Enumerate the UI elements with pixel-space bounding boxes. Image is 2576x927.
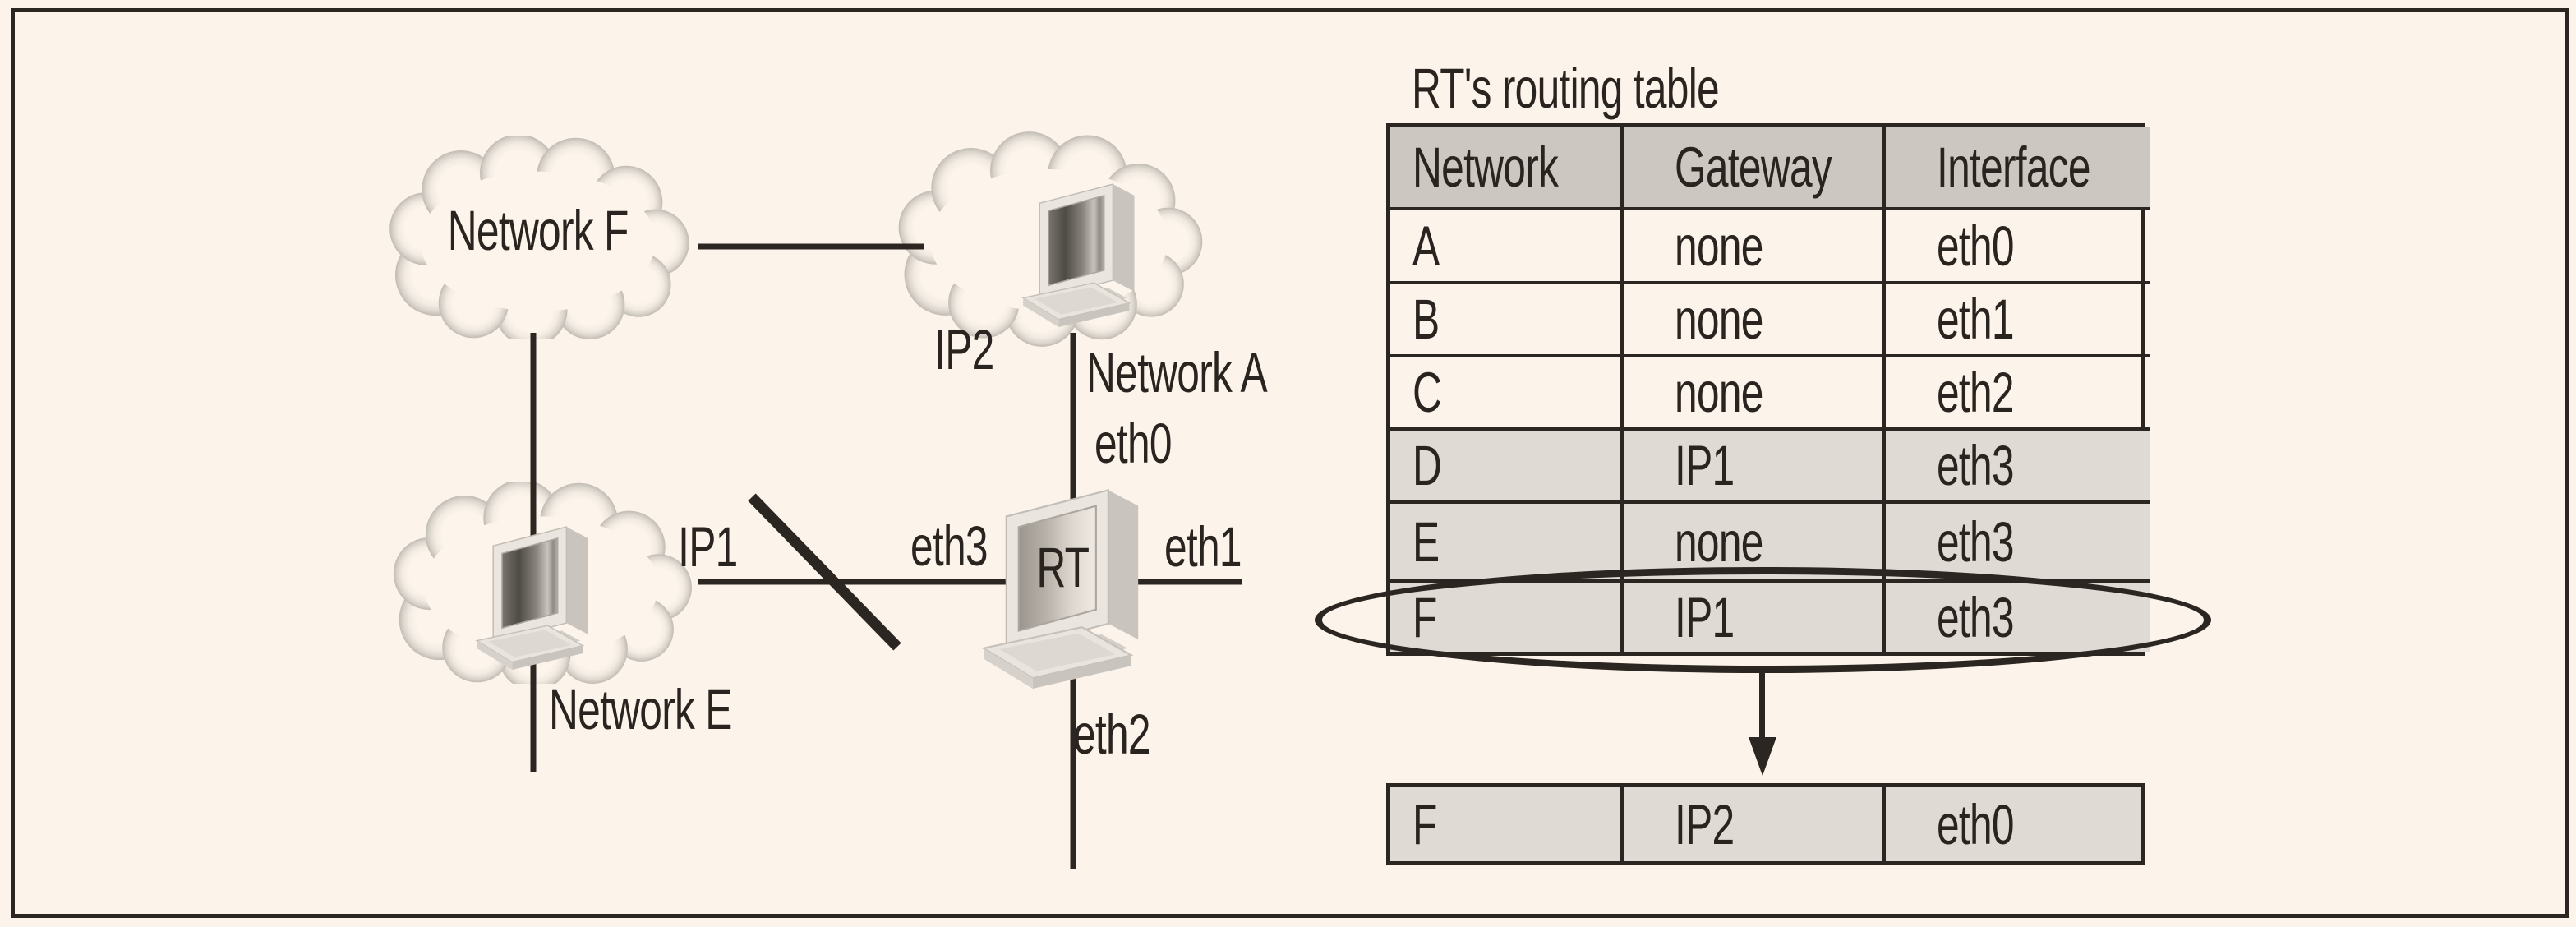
highlight-ellipse-icon bbox=[1315, 567, 2211, 673]
cell-rowB-network: B bbox=[1390, 284, 1624, 357]
cell-rowE-network: E bbox=[1390, 504, 1624, 583]
flow-arrow-head-icon bbox=[1749, 737, 1776, 776]
host-icon-network-a bbox=[1022, 183, 1136, 327]
header-cell-network: Network bbox=[1390, 127, 1624, 210]
result-cell-gateway: IP2 bbox=[1624, 787, 1886, 861]
cell-rowA-gateway: none bbox=[1624, 210, 1886, 284]
network-diagram bbox=[389, 131, 1242, 869]
eth0-label: eth0 bbox=[1094, 412, 1173, 475]
eth3-label: eth3 bbox=[910, 514, 988, 578]
eth2-label: eth2 bbox=[1073, 703, 1151, 766]
host-icon-network-e bbox=[476, 526, 589, 670]
cell-rowA-network: A bbox=[1390, 210, 1624, 284]
eth1-label: eth1 bbox=[1164, 515, 1242, 579]
cell-rowD-network: D bbox=[1390, 431, 1624, 504]
flow-arrow-line bbox=[1759, 672, 1765, 740]
routing-table-title: RT's routing table bbox=[1412, 57, 1720, 120]
network-a-label: Network A bbox=[1086, 341, 1268, 404]
cell-rowB-gateway: none bbox=[1624, 284, 1886, 357]
network-f-label: Network F bbox=[448, 199, 629, 262]
broken-link-slash-icon bbox=[748, 493, 901, 651]
figure-border bbox=[11, 8, 2569, 918]
cell-rowB-interface: eth1 bbox=[1886, 284, 2150, 357]
cell-rowE-interface: eth3 bbox=[1886, 504, 2150, 583]
result-cell-interface: eth0 bbox=[1937, 792, 2015, 856]
cell-rowD-gateway: IP1 bbox=[1624, 431, 1886, 504]
network-e-label: Network E bbox=[549, 678, 732, 741]
ip1-label: IP1 bbox=[678, 515, 739, 579]
ip2-label: IP2 bbox=[934, 318, 995, 381]
cell-rowA-interface: eth0 bbox=[1886, 210, 2150, 284]
cell-rowC-network: C bbox=[1390, 357, 1624, 431]
cell-rowC-gateway: none bbox=[1624, 357, 1886, 431]
header-cell-gateway: Gateway bbox=[1624, 127, 1886, 210]
result-row-table: F IP2 eth0 bbox=[1386, 783, 2145, 865]
header-cell-interface: Interface bbox=[1886, 127, 2150, 210]
cell-rowC-interface: eth2 bbox=[1886, 357, 2150, 431]
result-cell-network: F bbox=[1390, 787, 1624, 861]
cell-rowD-interface: eth3 bbox=[1886, 431, 2150, 504]
router-rt-label: RT bbox=[1036, 536, 1090, 599]
